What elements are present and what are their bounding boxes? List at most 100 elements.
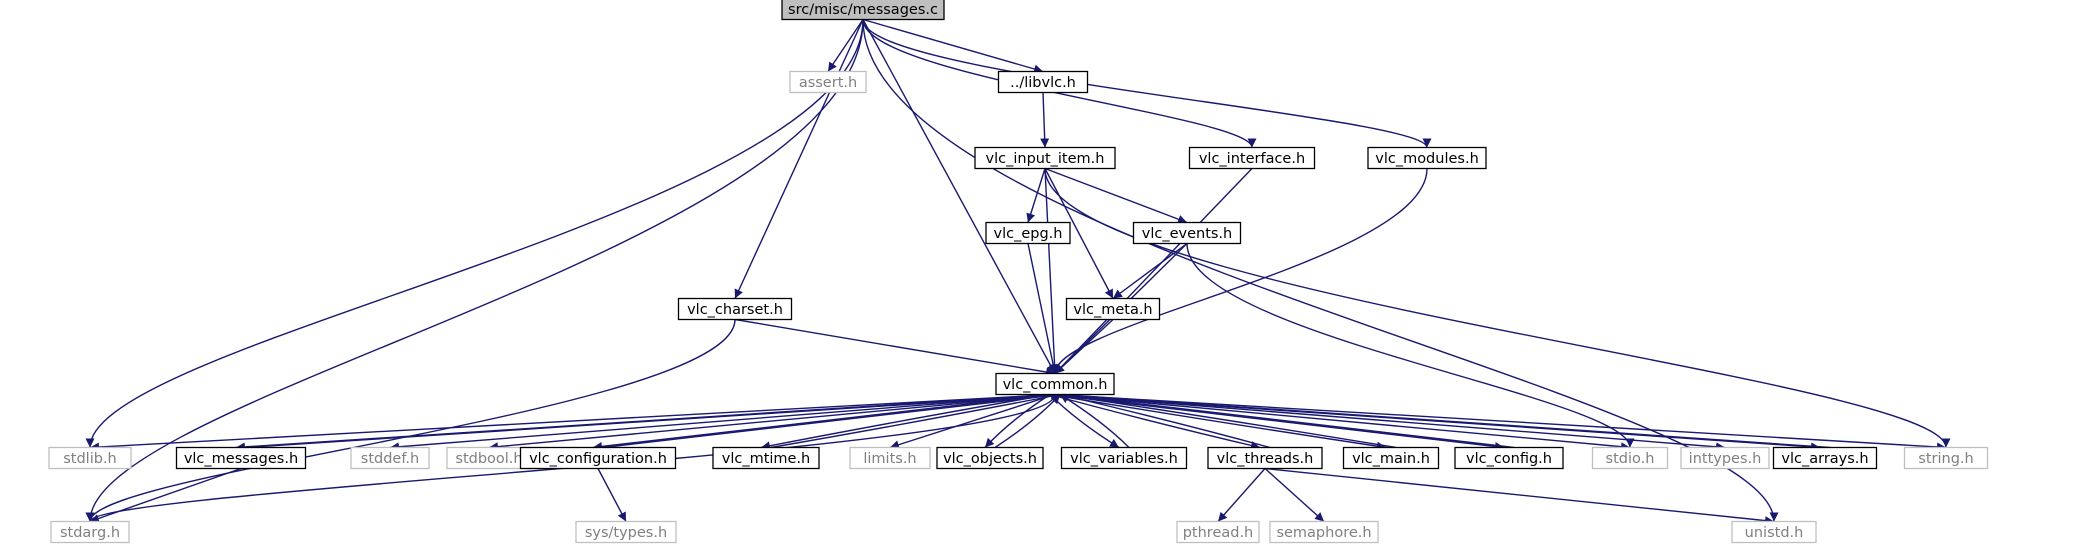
node-assert-box	[789, 70, 867, 94]
edge-threads-to-common	[1059, 392, 1271, 449]
edge-common-to-stdbool	[488, 393, 1056, 452]
edge-root-to-assert	[827, 19, 864, 72]
node-main-label: vlc_main.h	[1352, 451, 1430, 467]
node-messages-label: vlc_messages.h	[184, 451, 298, 467]
node-inttypes: inttypes.h	[1680, 446, 1770, 470]
node-common-box	[995, 372, 1115, 396]
edge-common-to-string	[1054, 393, 1947, 452]
node-unistd: unistd.h	[1731, 520, 1817, 544]
edge-configuration-to-common	[602, 391, 1061, 449]
node-stddef: stddef.h	[350, 446, 430, 470]
edge-main-to-common	[1059, 391, 1397, 449]
edge-input_item-to-common	[1044, 168, 1060, 374]
edge-libvlc-to-input_item	[1040, 92, 1050, 148]
node-main-box	[1342, 446, 1440, 470]
node-mtime-box	[712, 446, 820, 470]
edge-configuration-to-systypes	[597, 468, 627, 522]
edge-common-to-arrays	[1049, 393, 1821, 452]
edge-common-to-stddef	[389, 393, 1056, 452]
node-libvlc[interactable]: ../libvlc.h	[997, 70, 1089, 94]
node-pthread: pthread.h	[1176, 520, 1260, 544]
node-stdarg-label: stdarg.h	[60, 525, 120, 541]
node-arrays-label: vlc_arrays.h	[1781, 451, 1868, 467]
node-main[interactable]: vlc_main.h	[1342, 446, 1440, 470]
edge-threads-to-pthread	[1217, 468, 1266, 522]
node-events[interactable]: vlc_events.h	[1132, 221, 1242, 245]
node-epg[interactable]: vlc_epg.h	[985, 221, 1071, 245]
node-input_item-box	[974, 146, 1116, 170]
node-semaphore: semaphore.h	[1269, 520, 1379, 544]
node-semaphore-label: semaphore.h	[1276, 525, 1371, 541]
node-limits-label: limits.h	[863, 451, 916, 467]
edge-modules-to-common	[1050, 168, 1428, 374]
node-libvlc-box	[997, 70, 1089, 94]
node-objects-box	[936, 446, 1044, 470]
node-configuration-box	[519, 446, 677, 470]
node-root[interactable]: src/misc/messages.c	[781, 0, 945, 21]
node-epg-box	[985, 221, 1071, 245]
node-threads-box	[1207, 446, 1323, 470]
node-stdio: stdio.h	[1591, 446, 1669, 470]
node-input_item-label: vlc_input_item.h	[986, 151, 1105, 167]
edge-root-to-common	[862, 19, 1056, 374]
node-config-box	[1454, 446, 1564, 470]
edge-charset-to-common	[734, 318, 1056, 377]
edge-events-to-meta	[1112, 242, 1188, 300]
node-meta-box	[1065, 297, 1161, 321]
edge-input_item-to-events	[1044, 167, 1188, 224]
node-variables-label: vlc_variables.h	[1070, 451, 1178, 467]
edge-config-to-common	[1059, 391, 1515, 449]
node-stdlib-box	[48, 446, 132, 470]
node-variables[interactable]: vlc_variables.h	[1060, 446, 1188, 470]
node-configuration[interactable]: vlc_configuration.h	[519, 446, 677, 470]
edge-threads-to-semaphore	[1264, 467, 1325, 523]
node-mtime-label: vlc_mtime.h	[722, 451, 811, 467]
node-stdbool: stdbool.h	[446, 446, 532, 470]
node-pthread-box	[1176, 520, 1260, 544]
edge-common-to-objects	[984, 393, 1051, 448]
edge-meta-to-common	[1054, 318, 1114, 375]
node-string: string.h	[1903, 446, 1989, 470]
node-modules-box	[1367, 146, 1487, 170]
node-common[interactable]: vlc_common.h	[995, 372, 1115, 396]
edge-common-to-threads	[1049, 393, 1261, 450]
node-interface[interactable]: vlc_interface.h	[1188, 146, 1316, 170]
node-config-label: vlc_config.h	[1466, 451, 1552, 467]
node-string-box	[1903, 446, 1989, 470]
node-charset-box	[677, 297, 793, 321]
node-mtime[interactable]: vlc_mtime.h	[712, 446, 820, 470]
edge-common-to-configuration	[592, 393, 1051, 451]
edge-objects-to-common	[994, 394, 1061, 449]
node-meta[interactable]: vlc_meta.h	[1065, 297, 1161, 321]
node-libvlc-label: ../libvlc.h	[1010, 75, 1076, 91]
node-interface-box	[1188, 146, 1316, 170]
node-modules[interactable]: vlc_modules.h	[1367, 146, 1487, 170]
edge-mtime-to-common	[770, 391, 1061, 449]
edge-arrays-to-common	[1059, 390, 1831, 449]
node-charset[interactable]: vlc_charset.h	[677, 297, 793, 321]
node-arrays[interactable]: vlc_arrays.h	[1772, 446, 1878, 470]
node-objects[interactable]: vlc_objects.h	[936, 446, 1044, 470]
edge-input_item-to-string	[1044, 168, 1951, 448]
node-inttypes-box	[1680, 446, 1770, 470]
node-root-label: src/misc/messages.c	[788, 2, 938, 18]
nodes-layer: src/misc/messages.cassert.h../libvlc.hvl…	[48, 0, 1989, 544]
node-stdarg-box	[50, 520, 130, 544]
node-meta-label: vlc_meta.h	[1073, 302, 1152, 318]
node-threads[interactable]: vlc_threads.h	[1207, 446, 1323, 470]
node-configuration-label: vlc_configuration.h	[529, 451, 667, 467]
node-unistd-box	[1731, 520, 1817, 544]
node-config[interactable]: vlc_config.h	[1454, 446, 1564, 470]
node-systypes-box	[575, 520, 677, 544]
edge-root-to-modules	[862, 19, 1432, 148]
edge-common-to-limits	[889, 393, 1056, 450]
edge-root-to-libvlc	[862, 18, 1044, 74]
edge-root-to-stdlib	[85, 19, 864, 448]
edge-charset-to-stdarg	[85, 319, 736, 522]
node-input_item[interactable]: vlc_input_item.h	[974, 146, 1116, 170]
node-limits: limits.h	[849, 446, 931, 470]
edge-events-to-stdio	[1186, 243, 1635, 448]
node-stdbool-label: stdbool.h	[455, 451, 522, 467]
node-stdlib: stdlib.h	[48, 446, 132, 470]
node-messages[interactable]: vlc_messages.h	[175, 446, 307, 470]
